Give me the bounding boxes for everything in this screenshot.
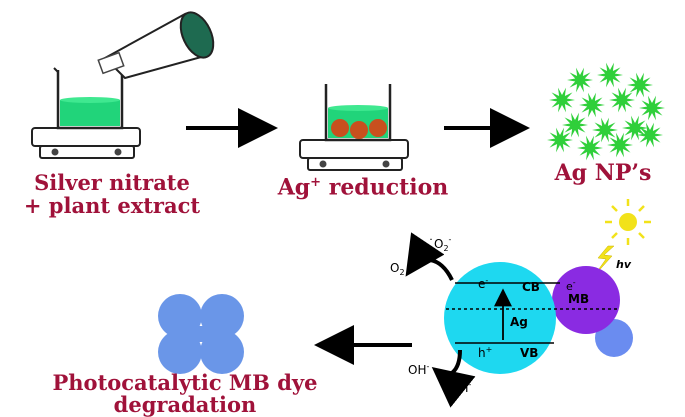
ag-nanoparticle-star <box>577 135 603 161</box>
reduction-arrow <box>405 232 454 281</box>
ag-nanoparticle-star <box>567 67 593 93</box>
hotplate-2 <box>299 139 409 171</box>
electron-label: e- <box>478 276 488 291</box>
ag-nanoparticle-star <box>592 117 618 143</box>
ag-nanoparticle-star <box>639 95 665 121</box>
ag-nanoparticle-star <box>622 115 648 141</box>
ag-nanoparticle-star <box>549 87 575 113</box>
step3-label: Ag NP’s <box>554 160 652 186</box>
step1-line2: + plant extract <box>23 193 201 218</box>
step4-label: Photocatalytic MB dye degradation <box>20 372 350 415</box>
ag-nanoparticle-star <box>562 112 588 138</box>
step2-ag: Ag <box>277 174 311 201</box>
ag-nanoparticle-star <box>597 62 623 88</box>
ag-nanoparticle-star <box>637 122 663 148</box>
hotplate-1 <box>31 127 141 159</box>
nanoparticle <box>369 119 387 137</box>
reagent-bottle <box>97 11 215 80</box>
nanoparticle <box>331 119 349 137</box>
hv-label: hv <box>616 258 632 271</box>
degraded-dye-shape <box>158 294 244 374</box>
sun-icon <box>605 199 651 245</box>
mb-purple-sphere <box>552 266 620 334</box>
cb-label: CB <box>522 280 540 294</box>
lightning-bolt-icon <box>593 245 615 277</box>
step1-line1: Silver nitrate <box>34 170 190 195</box>
ag-nanoparticle-star <box>607 132 633 158</box>
o2-label: O2 <box>390 261 405 277</box>
hole-label: h+ <box>478 345 492 360</box>
ag-nanoparticle-star <box>627 72 653 98</box>
step2-rest: reduction <box>321 174 449 201</box>
vb-label: VB <box>520 346 538 360</box>
beaker-1 <box>53 67 124 130</box>
superoxide-label: ˙O2- <box>428 235 452 253</box>
nanoparticle <box>350 121 368 139</box>
ag-nanoparticle-star <box>579 92 605 118</box>
beaker-2 <box>324 84 392 142</box>
mb-label: MB <box>568 292 589 306</box>
ag-nanoparticle-cluster <box>547 62 665 161</box>
step4-line1: Photocatalytic MB dye <box>52 370 318 395</box>
ag-nanoparticle-star <box>547 127 573 153</box>
hydroxide-label: OH- <box>408 362 429 377</box>
ag-label: Ag <box>510 315 528 329</box>
step2-label: Ag+ reduction <box>268 176 458 198</box>
step2-sup: + <box>310 175 322 190</box>
ag-photocatalyst-sphere <box>444 262 556 374</box>
hydroxyl-radical-label: ˙OH- <box>444 380 471 395</box>
step4-line2: degradation <box>113 392 257 417</box>
ag-nanoparticle-star <box>609 87 635 113</box>
step1-label: Silver nitrate + plant extract <box>12 172 212 216</box>
oxidation-arrow <box>431 349 476 408</box>
mb-electron-label: e- <box>566 278 576 293</box>
